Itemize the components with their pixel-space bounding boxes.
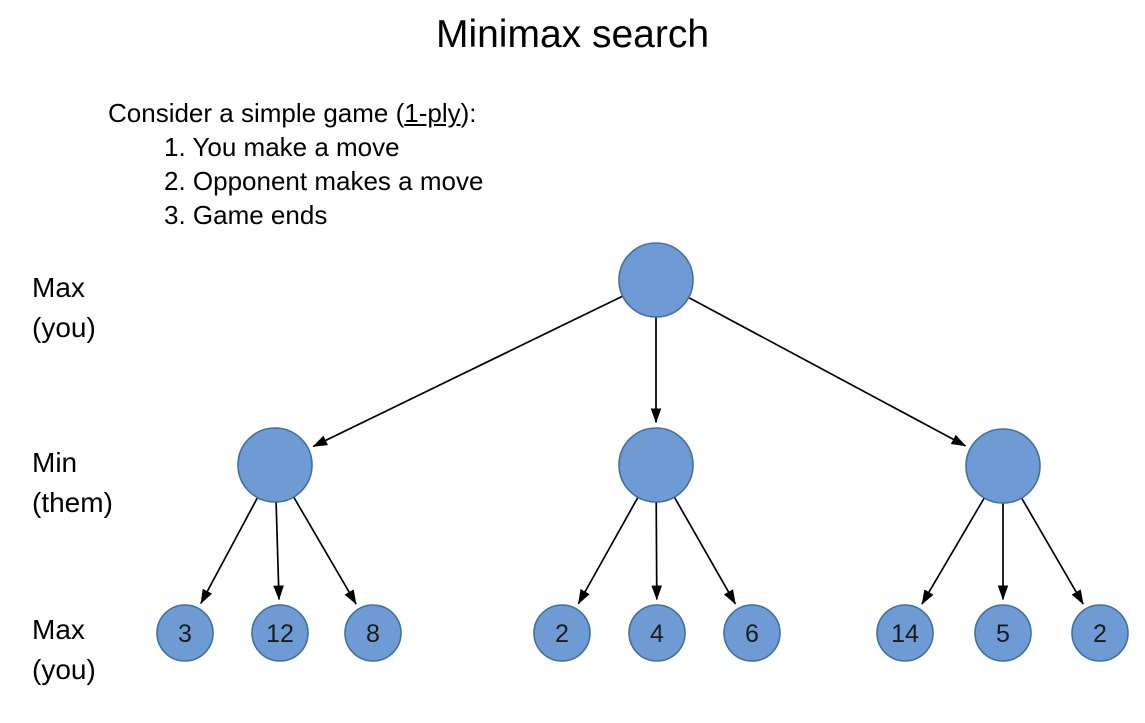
row-label-max-top: Max (you) [32, 268, 96, 348]
edge-layer [200, 295, 1084, 605]
tree-leaf-node[interactable]: 14 [876, 604, 934, 662]
intro-lead-prefix: Consider a simple game ( [108, 98, 405, 128]
tree-edge-arrow [292, 496, 357, 605]
tree-edge-arrow [312, 295, 624, 448]
tree-internal-node[interactable] [965, 428, 1041, 504]
intro-step-list: 1. You make a move 2. Opponent makes a m… [108, 130, 483, 232]
intro-step-1: 1. You make a move [164, 132, 400, 162]
row-label-max-bottom-line1: Max [32, 614, 85, 645]
node-value-label: 14 [891, 620, 919, 648]
node-circle[interactable] [533, 604, 591, 662]
intro-step-2: 2. Opponent makes a move [164, 166, 484, 196]
node-circle[interactable] [974, 604, 1032, 662]
row-label-max-bottom-line2: (you) [32, 654, 96, 685]
node-value-label: 2 [1093, 620, 1107, 648]
node-value-label: 12 [266, 620, 294, 648]
tree-edge-arrow [200, 497, 259, 605]
node-value-label: 4 [650, 620, 664, 648]
tree-edge-arrow [673, 496, 737, 605]
tree-internal-node[interactable] [618, 242, 694, 318]
tree-edge-arrow [688, 296, 967, 447]
node-value-label: 2 [555, 620, 569, 648]
row-label-max-top-line2: (you) [32, 312, 96, 343]
tree-leaf-node[interactable]: 2 [533, 604, 591, 662]
tree-leaf-node[interactable]: 2 [1071, 604, 1129, 662]
node-value-label: 6 [745, 620, 759, 648]
row-label-min: Min (them) [32, 443, 113, 523]
tree-internal-node[interactable] [618, 427, 694, 503]
node-layer: 3 12 8 2 4 6 14 5 2 [156, 242, 1129, 662]
node-circle[interactable] [965, 428, 1041, 504]
intro-lead-line: Consider a simple game (1-ply): [108, 96, 483, 130]
tree-leaf-node[interactable]: 4 [628, 604, 686, 662]
intro-step-3: 3. Game ends [164, 200, 328, 230]
node-value-label: 5 [996, 620, 1010, 648]
tree-internal-node[interactable] [237, 427, 313, 503]
node-circle[interactable] [1071, 604, 1129, 662]
intro-text-block: Consider a simple game (1-ply): 1. You m… [108, 96, 483, 232]
tree-edge-arrow [1020, 497, 1084, 605]
row-label-min-line1: Min [32, 447, 78, 478]
node-circle[interactable] [237, 427, 313, 503]
node-circle[interactable] [628, 604, 686, 662]
row-label-max-bottom: Max (you) [32, 610, 96, 690]
node-value-label: 3 [178, 620, 192, 648]
tree-edge-arrow [921, 497, 986, 605]
page-title: Minimax search [435, 13, 710, 56]
tree-leaf-node[interactable]: 6 [723, 604, 781, 662]
tree-edge-arrow [651, 501, 662, 601]
node-circle[interactable] [618, 427, 694, 503]
node-circle[interactable] [344, 604, 402, 662]
intro-lead-suffix: ): [460, 98, 477, 128]
node-value-label: 8 [366, 620, 380, 648]
tree-leaf-node[interactable]: 12 [251, 604, 309, 662]
tree-leaf-node[interactable]: 3 [156, 604, 214, 662]
node-circle[interactable] [723, 604, 781, 662]
row-label-min-line2: (them) [32, 487, 113, 518]
node-circle[interactable] [156, 604, 214, 662]
node-circle[interactable] [618, 242, 694, 318]
node-circle[interactable] [251, 604, 309, 662]
tree-edge-arrow [577, 496, 639, 605]
tree-edge-arrow [273, 501, 284, 601]
tree-leaf-node[interactable]: 8 [344, 604, 402, 662]
intro-term-1-ply: 1-ply [404, 98, 461, 128]
row-label-max-top-line1: Max [32, 272, 85, 303]
node-circle[interactable] [876, 604, 934, 662]
tree-leaf-node[interactable]: 5 [974, 604, 1032, 662]
